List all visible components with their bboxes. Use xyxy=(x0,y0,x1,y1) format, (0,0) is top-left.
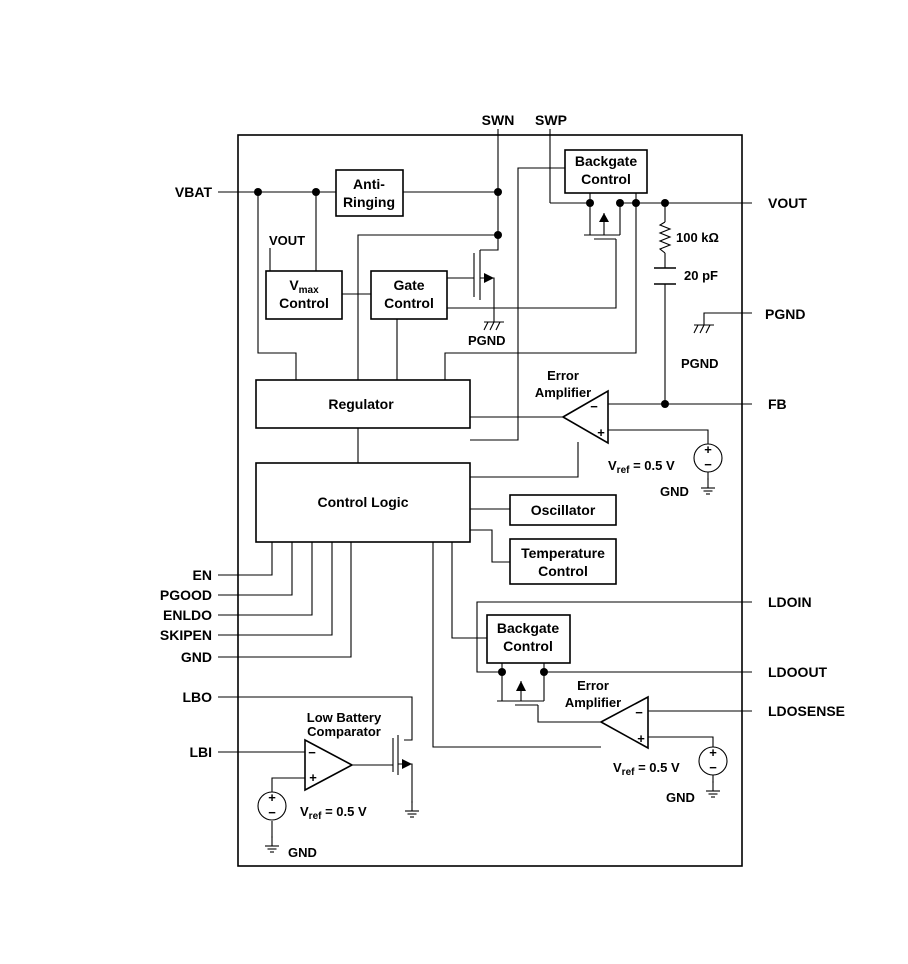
gate-control-block: Gate Control xyxy=(370,270,448,320)
gnd-lb-icon xyxy=(264,835,280,853)
pin-vout: VOUT xyxy=(768,195,807,211)
low-battery-comparator: − + xyxy=(304,738,354,792)
pgnd-fet-icon xyxy=(483,321,504,331)
anti-ringing-block: Anti- Ringing xyxy=(335,169,404,217)
svg-text:Control: Control xyxy=(538,563,588,579)
junctions xyxy=(254,188,669,676)
svg-text:Anti-: Anti- xyxy=(353,176,385,192)
gnd-ldo-label: GND xyxy=(666,790,695,805)
resistor-icon xyxy=(658,221,672,254)
vref-ldo-label: Vref = 0.5 V xyxy=(613,760,680,778)
control-logic-block: Control Logic xyxy=(255,462,471,543)
fet-arrow-icon xyxy=(484,273,494,283)
svg-text:−: − xyxy=(268,805,276,820)
error-amplifier: − + xyxy=(561,389,609,445)
pgnd-fet-label: PGND xyxy=(468,333,506,348)
svg-text:Control: Control xyxy=(384,295,434,311)
svg-text:Gate: Gate xyxy=(393,277,424,293)
pin-fb: FB xyxy=(768,396,787,412)
error-amp-label-2: Amplifier xyxy=(535,385,591,400)
svg-text:Backgate: Backgate xyxy=(497,620,559,636)
vref-main-label: Vref = 0.5 V xyxy=(608,458,675,476)
pin-gnd: GND xyxy=(181,649,212,665)
ldo-error-amp-label-2: Amplifier xyxy=(565,695,621,710)
svg-text:+: + xyxy=(309,770,317,785)
svg-text:−: − xyxy=(635,705,643,720)
svg-text:+: + xyxy=(637,731,645,746)
backgate-diode-icon xyxy=(599,213,609,222)
lb-fet-arrow-icon xyxy=(402,759,412,769)
oscillator-block: Oscillator xyxy=(509,494,617,526)
pin-skipen: SKIPEN xyxy=(160,627,212,643)
pin-lbo: LBO xyxy=(182,689,212,705)
gnd-ldo-icon xyxy=(705,780,721,798)
backgate-control-block: Backgate Control xyxy=(564,149,648,194)
svg-text:Regulator: Regulator xyxy=(328,396,394,412)
regulator-block: Regulator xyxy=(255,379,471,429)
svg-text:+: + xyxy=(597,425,605,440)
resistor-label: 100 kΩ xyxy=(676,230,719,245)
pin-lbi: LBI xyxy=(189,744,212,760)
svg-text:+: + xyxy=(268,790,276,805)
lb-comp-label-1: Low Battery xyxy=(307,710,382,725)
capacitor-icon xyxy=(654,267,676,285)
pgnd-right-icon xyxy=(693,324,714,334)
vref-source-ldo-icon: + − xyxy=(698,745,728,776)
pin-ldoin: LDOIN xyxy=(768,594,812,610)
svg-text:Backgate: Backgate xyxy=(575,153,637,169)
pin-vbat: VBAT xyxy=(175,184,213,200)
svg-text:Control: Control xyxy=(581,171,631,187)
pin-ldosense: LDOSENSE xyxy=(768,703,845,719)
capacitor-label: 20 pF xyxy=(684,268,718,283)
svg-text:−: − xyxy=(590,399,598,414)
pin-ldoout: LDOOUT xyxy=(768,664,828,680)
pin-swp: SWP xyxy=(535,112,567,128)
pin-enldo: ENLDO xyxy=(163,607,212,623)
svg-text:−: − xyxy=(709,760,717,775)
gnd-main-label: GND xyxy=(660,484,689,499)
pin-en: EN xyxy=(193,567,212,583)
ldo-error-amplifier: − + xyxy=(599,695,649,750)
temperature-control-block: Temperature Control xyxy=(509,538,617,585)
ldo-error-amp-label-1: Error xyxy=(577,678,609,693)
svg-text:+: + xyxy=(709,745,717,760)
vref-lb-label: Vref = 0.5 V xyxy=(300,804,367,822)
svg-text:−: − xyxy=(704,457,712,472)
svg-text:Ringing: Ringing xyxy=(343,194,395,210)
vref-source-lb-icon: + − xyxy=(257,790,287,821)
gnd-main-icon xyxy=(700,477,716,495)
lb-comp-label-2: Comparator xyxy=(307,724,381,739)
gnd-lb-label: GND xyxy=(288,845,317,860)
ldo-diode-icon xyxy=(516,681,526,691)
gnd-lbfet-icon xyxy=(404,800,420,818)
svg-text:Vmax: Vmax xyxy=(289,277,319,296)
svg-text:Control: Control xyxy=(503,638,553,654)
ldo-backgate-control-block: Backgate Control xyxy=(486,614,571,664)
svg-text:Temperature: Temperature xyxy=(521,545,605,561)
error-amp-label-1: Error xyxy=(547,368,579,383)
pin-swn: SWN xyxy=(482,112,515,128)
pin-pgnd: PGND xyxy=(765,306,805,322)
svg-text:Control: Control xyxy=(279,295,329,311)
svg-text:−: − xyxy=(308,745,316,760)
wires xyxy=(218,129,752,838)
svg-text:+: + xyxy=(704,442,712,457)
pin-pgood: PGOOD xyxy=(160,587,212,603)
pgnd-right-label: PGND xyxy=(681,356,719,371)
svg-text:Control Logic: Control Logic xyxy=(318,494,409,510)
vout-internal-label: VOUT xyxy=(269,233,305,248)
svg-text:Oscillator: Oscillator xyxy=(531,502,596,518)
vmax-control-block: Vmax Control xyxy=(265,270,343,320)
ic-outline xyxy=(237,134,743,867)
vref-source-main-icon: + − xyxy=(693,442,723,473)
